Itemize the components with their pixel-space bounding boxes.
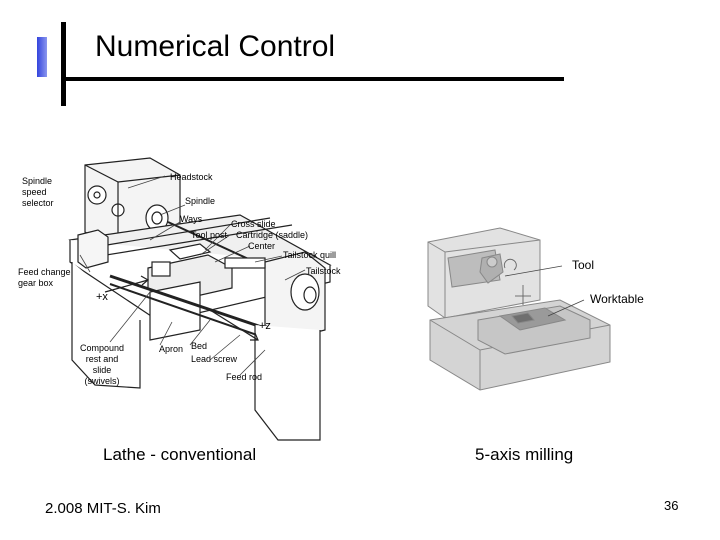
label-line: Feed change [18,267,71,277]
label-line: Compound [79,343,125,353]
label-line: speed [22,187,47,197]
label-line: (swivels) [84,376,120,386]
label-feed-change-gear-box: Feed change gear box [18,267,71,289]
label-line: Spindle [22,176,53,186]
label-headstock: Headstock [170,172,213,182]
caption-milling: 5-axis milling [475,445,574,464]
label-ways: Ways [180,214,203,224]
page-number: 36 [664,498,679,513]
label-tool-post: Tool post [191,230,228,240]
label-line: rest and [85,354,119,364]
title-accent-bar [37,37,47,77]
label-plus-z-axis: +z [259,320,271,332]
label-line: gear box [18,278,54,288]
label-tool: Tool [572,258,595,272]
label-spindle: Spindle [185,196,216,206]
label-lead-screw: Lead screw [191,354,238,364]
label-cross-slide: Cross slide [231,219,276,229]
label-tailstock-quill: Tailstock quill [283,250,337,260]
label-spindle-speed-selector: Spindle speed selector [22,176,54,209]
label-tailstock: Tailstock [306,266,341,276]
label-center: Center [248,241,276,251]
caption-lathe: Lathe - conventional [103,445,257,464]
slide-title: Numerical Control [95,30,336,63]
label-bed: Bed [191,341,208,351]
label-apron: Apron [159,344,184,354]
label-worktable: Worktable [590,292,644,306]
label-plus-x-axis: +x [96,291,108,303]
label-cartridge-saddle: Cartridge (saddle) [236,230,309,240]
title-vertical-rule [61,22,66,106]
label-line: selector [22,198,54,208]
label-feed-rod: Feed rod [226,372,263,382]
label-compound-rest: Compound rest and slide (swivels) [77,343,127,387]
label-line: slide [92,365,112,375]
footer-credit: 2.008 MIT-S. Kim [45,500,161,517]
title-underline [61,77,564,81]
